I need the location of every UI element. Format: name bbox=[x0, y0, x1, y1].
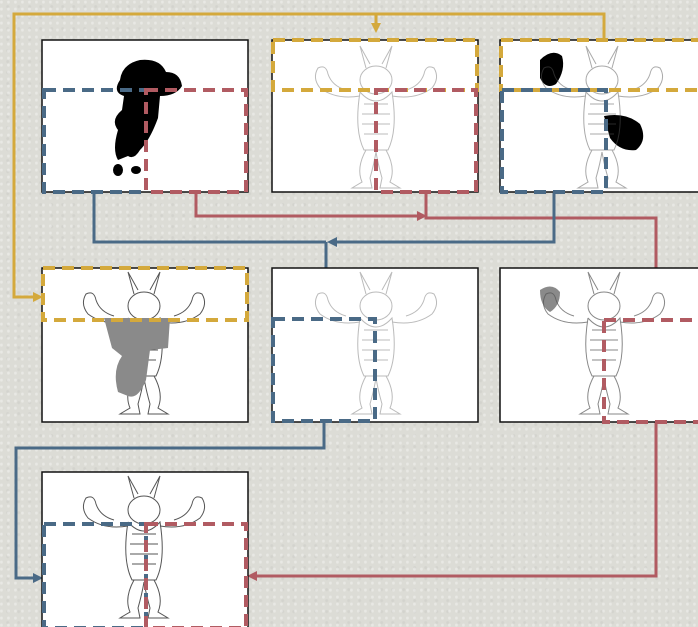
black-silhouette-mask bbox=[114, 59, 182, 160]
panel-row2-col3 bbox=[499, 267, 698, 424]
yellow-arrow-to-top-center bbox=[371, 12, 606, 40]
blue-arrow-to-row3-col1 bbox=[14, 422, 326, 583]
blue-arrow-row1col3-branch bbox=[327, 193, 556, 247]
panel-row1-col1 bbox=[41, 39, 249, 194]
red-arrow-to-row3-col1 bbox=[247, 422, 658, 581]
partial-black-mask bbox=[540, 52, 564, 86]
composite-gray-mask bbox=[104, 318, 170, 397]
panel-row1-col2 bbox=[271, 38, 479, 194]
yellow-arrow-to-row2-col1 bbox=[12, 12, 376, 302]
panel-row1-col3 bbox=[499, 38, 698, 194]
panel-row3-col1 bbox=[41, 471, 249, 627]
red-arrow-to-row2-col3 bbox=[424, 193, 661, 319]
panel-row2-col1 bbox=[41, 266, 249, 423]
blue-arrow-row1col1-branch bbox=[92, 193, 326, 244]
panel-row2-col2 bbox=[271, 267, 479, 423]
red-arrow-row1col1-to-row1col2 bbox=[194, 193, 427, 221]
